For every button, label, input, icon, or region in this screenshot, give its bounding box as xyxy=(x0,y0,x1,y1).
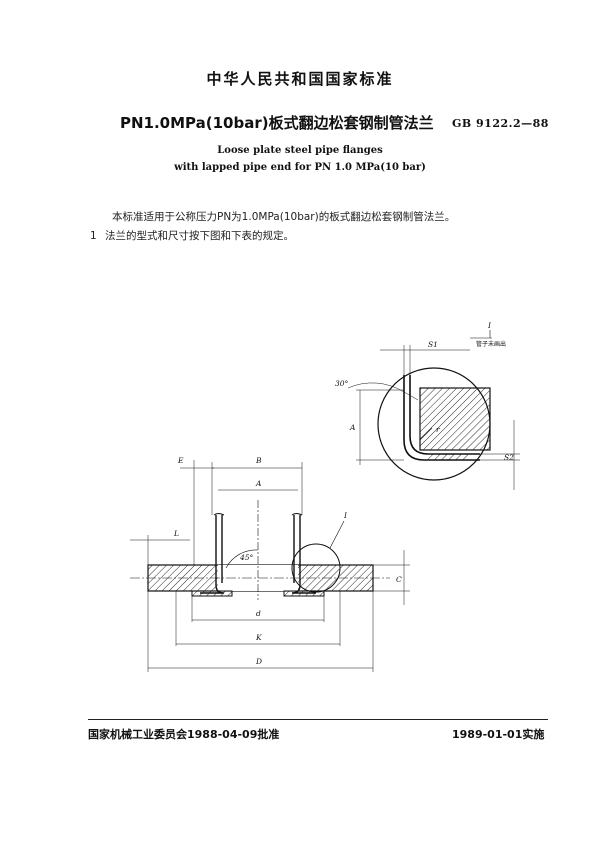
detail-title-I: I xyxy=(487,321,492,330)
standard-number: GB 9122.2—88 xyxy=(452,117,549,130)
radius-label-r: r xyxy=(436,425,440,434)
dim-label-d: d xyxy=(256,609,261,618)
dim-label-C: C xyxy=(396,575,402,584)
standard-header: 中华人民共和国国家标准 xyxy=(206,70,394,88)
detail-view-labels: I 管子未画出 S1 30° r A S2 xyxy=(335,321,514,462)
angle-label-45: 45° xyxy=(239,553,254,562)
flange-drawing: E B A L I 45° C d K D xyxy=(130,321,520,672)
clause-1: 1 法兰的型式和尺寸按下图和下表的规定。 xyxy=(90,228,294,243)
main-view-labels: E B A L I 45° C d K D xyxy=(173,456,402,666)
dim-label-L: L xyxy=(173,529,179,538)
approval-date: 国家机械工业委员会1988-04-09批准 xyxy=(88,728,280,741)
clause-number: 1 xyxy=(90,230,97,242)
dim-label-E: E xyxy=(177,456,184,465)
dim-label-K: K xyxy=(255,633,262,642)
detail-view-I xyxy=(347,330,520,490)
detail-note: 管子未画出 xyxy=(476,340,506,348)
english-title-line2: with lapped pipe end for PN 1.0 MPa(10 b… xyxy=(174,162,426,173)
clause-text: 法兰的型式和尺寸按下图和下表的规定。 xyxy=(105,230,294,242)
effective-date: 1989-01-01实施 xyxy=(452,728,545,741)
detail-dim-label-A: A xyxy=(349,423,356,432)
document-title: PN1.0MPa(10bar)板式翻边松套钢制管法兰 xyxy=(120,114,434,132)
detail-callout-I: I xyxy=(343,511,348,520)
main-section-view xyxy=(130,460,410,672)
angle-label-30: 30° xyxy=(335,379,349,388)
dim-label-A: A xyxy=(255,479,262,488)
dim-label-D: D xyxy=(255,657,262,666)
english-title-line1: Loose plate steel pipe flanges xyxy=(217,145,383,156)
dim-label-B: B xyxy=(255,456,262,465)
dim-label-S2: S2 xyxy=(504,453,514,462)
scope-paragraph: 本标准适用于公称压力PN为1.0MPa(10bar)的板式翻边松套钢制管法兰。 xyxy=(112,211,456,223)
footer-divider xyxy=(88,719,548,720)
dim-label-S1: S1 xyxy=(428,340,438,349)
